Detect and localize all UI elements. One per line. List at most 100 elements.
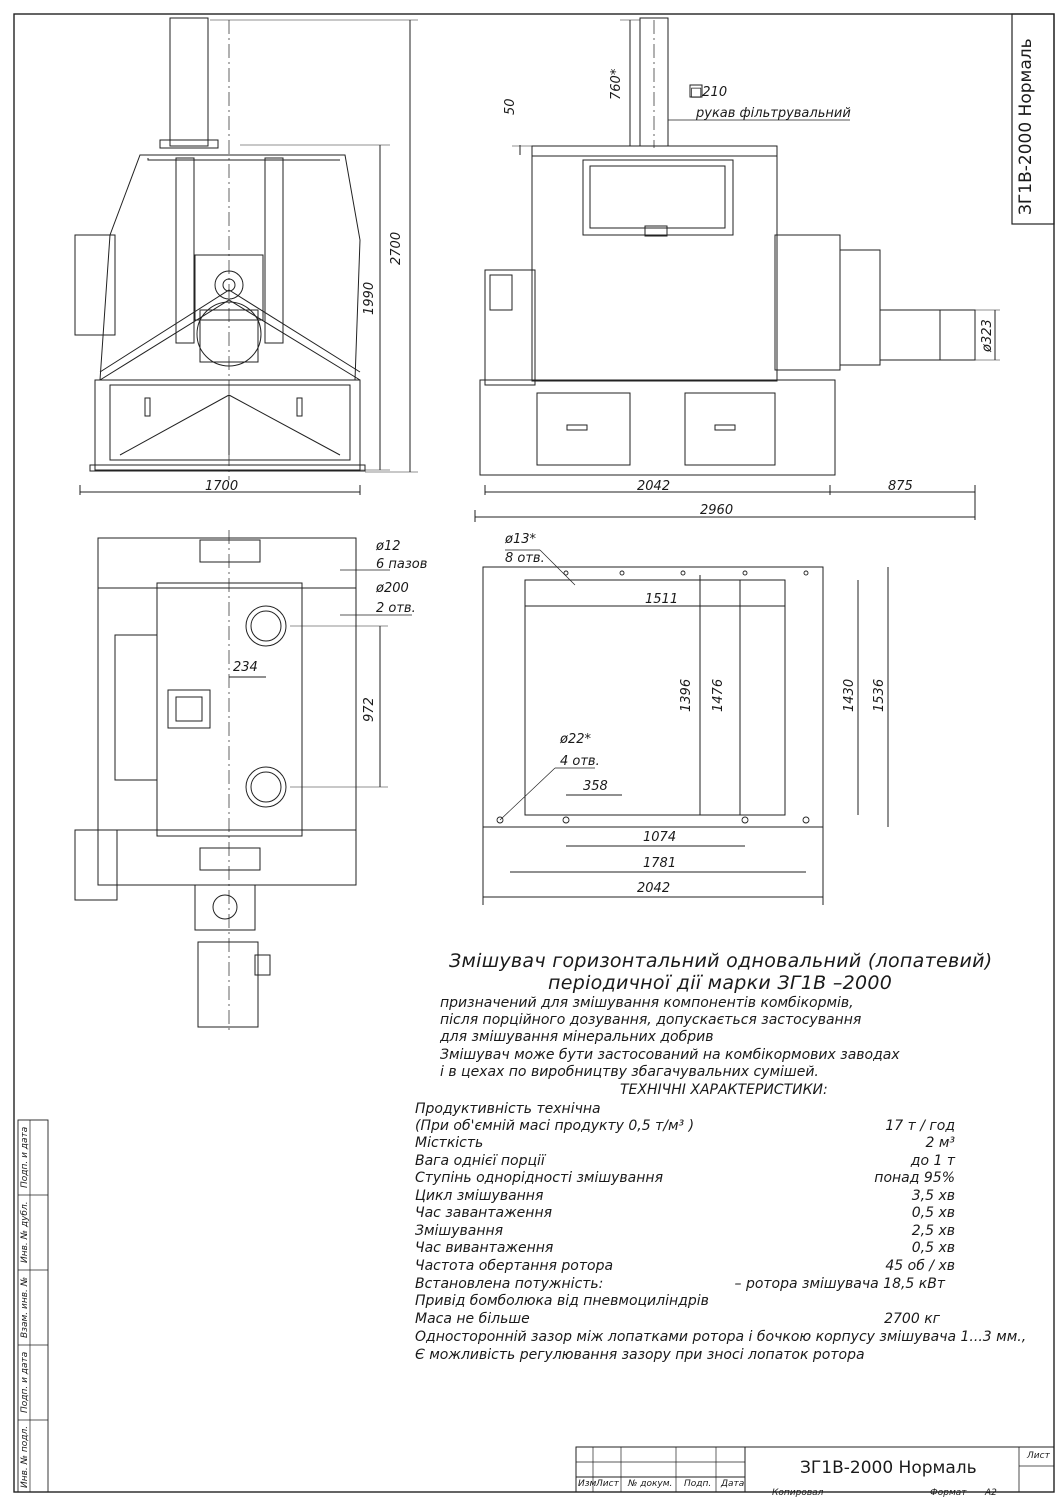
side-stamp: Подп. и дата <box>20 1126 30 1188</box>
title-block-izm: Изм <box>578 1479 597 1489</box>
dim-top-6slots: 6 пазов <box>376 557 427 572</box>
spec-row: Час вивантаження 0,5 хв <box>415 1240 955 1257</box>
dim-top-972: 972 <box>362 697 377 722</box>
spec-value: 2 м³ <box>925 1135 955 1151</box>
side-view <box>474 17 1000 522</box>
dim-plan-1074: 1074 <box>643 830 676 845</box>
spec-label: Продуктивність технічна <box>415 1101 601 1117</box>
top-view <box>74 530 412 1030</box>
dim-plan-1511: 1511 <box>645 592 678 607</box>
spec-value: понад 95% <box>874 1170 955 1186</box>
spec-label: Час завантаження <box>415 1205 553 1221</box>
drawing-code-vertical: ЗГ1В-2000 Нормаль <box>1016 38 1036 215</box>
spec-label: Встановлена потужність: <box>415 1276 604 1292</box>
spec-value: 2700 кг <box>884 1311 940 1327</box>
description-line: після порційного дозування, допускається… <box>440 1012 862 1028</box>
spec-row: Ступінь однорідності змішування понад 95% <box>415 1170 955 1187</box>
dim-plan-1430: 1430 <box>842 679 857 712</box>
spec-label: Змішування <box>415 1223 504 1239</box>
dim-top-2holes: 2 отв. <box>376 601 416 616</box>
spec-row: Місткість 2 м³ <box>415 1135 955 1152</box>
side-stamp: Подп. и дата <box>20 1351 30 1413</box>
spec-value: 0,5 хв <box>911 1205 955 1221</box>
note-line: Односторонній зазор між лопатками ротора… <box>415 1329 1027 1345</box>
spec-row: (При об'ємній масі продукту 0,5 т/м³ ) 17… <box>415 1118 955 1135</box>
spec-label: (При об'ємній масі продукту 0,5 т/м³ ) <box>415 1118 695 1134</box>
note-line: Є можливість регулювання зазору при знос… <box>415 1347 865 1363</box>
sheet-frame <box>13 13 1055 1493</box>
description-line: для змішування мінеральних добрив <box>440 1029 714 1045</box>
drawing-title-line1: Змішувач горизонтальний одновальний (лоп… <box>449 950 993 972</box>
dim-plan-d13: ø13* <box>504 532 536 547</box>
dim-plan-8holes: 8 отв. <box>505 551 545 566</box>
dim-plan-358: 358 <box>583 779 608 794</box>
dim-plan-2042: 2042 <box>637 881 670 896</box>
code-box <box>1011 13 1055 225</box>
dim-plan-1536: 1536 <box>872 679 887 712</box>
spec-value: 2,5 хв <box>911 1223 955 1239</box>
dim-plan-1476: 1476 <box>711 679 726 712</box>
dim-front-height-body: 1990 <box>362 282 377 315</box>
dim-plan-d22: ø22* <box>559 732 591 747</box>
spec-row: Встановлена потужність: – ротора змішувач… <box>415 1276 955 1293</box>
dim-top-234: 234 <box>233 660 258 675</box>
dim-motor-diameter: ø323 <box>980 319 995 353</box>
spec-label: Маса не більше <box>415 1311 530 1327</box>
title-block-list: Лист <box>596 1479 619 1489</box>
side-stamp: Инв. № дубл. <box>20 1201 30 1263</box>
spec-row: Маса не більше 2700 кг <box>415 1311 955 1328</box>
title-block-lines <box>17 1119 1055 1493</box>
title-block-format-value: А2 <box>985 1488 997 1498</box>
dim-sleeve-size: □210 <box>690 85 727 100</box>
spec-value: 0,5 хв <box>911 1240 955 1256</box>
dim-sleeve-label: рукав фільтрувальний <box>695 106 851 121</box>
side-stamp: Взам. инв. № <box>20 1276 30 1338</box>
spec-value: – ротора змішувача 18,5 кВт <box>734 1276 946 1292</box>
dim-side-2960: 2960 <box>700 503 733 518</box>
dim-top-d200: ø200 <box>375 581 409 596</box>
dim-side-760: 760* <box>609 68 624 100</box>
description-line: і в цехах по виробництву збагачувальних … <box>440 1064 819 1080</box>
spec-label: Привід бомболюка від пневмоциліндрів <box>415 1293 709 1309</box>
title-block-doc: № докум. <box>628 1479 673 1489</box>
title-block-sign: Подп. <box>684 1479 712 1489</box>
spec-label: Вага однієї порції <box>415 1153 545 1169</box>
dim-front-height-total: 2700 <box>389 232 404 265</box>
dim-side-875: 875 <box>888 479 913 494</box>
specs-heading: ТЕХНІЧНІ ХАРАКТЕРИСТИКИ: <box>620 1082 828 1098</box>
dim-front-width: 1700 <box>205 479 238 494</box>
spec-value: 45 об / хв <box>885 1258 955 1274</box>
description-line: Змішувач може бути застосований на комбі… <box>440 1047 900 1063</box>
spec-label: Ступінь однорідності змішування <box>415 1170 663 1186</box>
title-block-date: Дата <box>721 1479 745 1489</box>
spec-label: Частота обертання ротора <box>415 1258 614 1274</box>
spec-label: Цикл змішування <box>415 1188 544 1204</box>
spec-label: Місткість <box>415 1135 484 1151</box>
spec-value: до 1 т <box>910 1153 955 1169</box>
dim-side-50: 50 <box>503 98 518 115</box>
side-stamp: Инв. № подл. <box>20 1425 30 1488</box>
spec-row: Привід бомболюка від пневмоциліндрів <box>415 1293 955 1310</box>
dim-plan-1396: 1396 <box>679 679 694 712</box>
front-view <box>74 17 418 495</box>
spec-row: Продуктивність технічна <box>415 1101 955 1118</box>
title-block-format-label: Формат <box>930 1488 967 1498</box>
spec-row: Час завантаження 0,5 хв <box>415 1205 955 1222</box>
description-line: призначений для змішування компонентів к… <box>440 995 854 1011</box>
spec-label: Час вивантаження <box>415 1240 554 1256</box>
dim-side-2042: 2042 <box>637 479 670 494</box>
spec-row: Змішування 2,5 хв <box>415 1223 955 1240</box>
foundation-plan <box>482 549 889 905</box>
title-block-copied: Копировал <box>772 1488 824 1498</box>
title-block-title: ЗГ1В-2000 Нормаль <box>800 1458 977 1478</box>
dim-plan-4holes: 4 отв. <box>560 754 600 769</box>
spec-row: Вага однієї порції до 1 т <box>415 1153 955 1170</box>
dim-top-d12: ø12 <box>375 539 401 554</box>
spec-value: 17 т / год <box>885 1118 955 1134</box>
title-block-sheet-label: Лист <box>1027 1451 1050 1461</box>
drawing-title-line2: періодичної дії марки ЗГ1В –2000 <box>548 972 893 994</box>
dim-plan-1781: 1781 <box>643 856 676 871</box>
